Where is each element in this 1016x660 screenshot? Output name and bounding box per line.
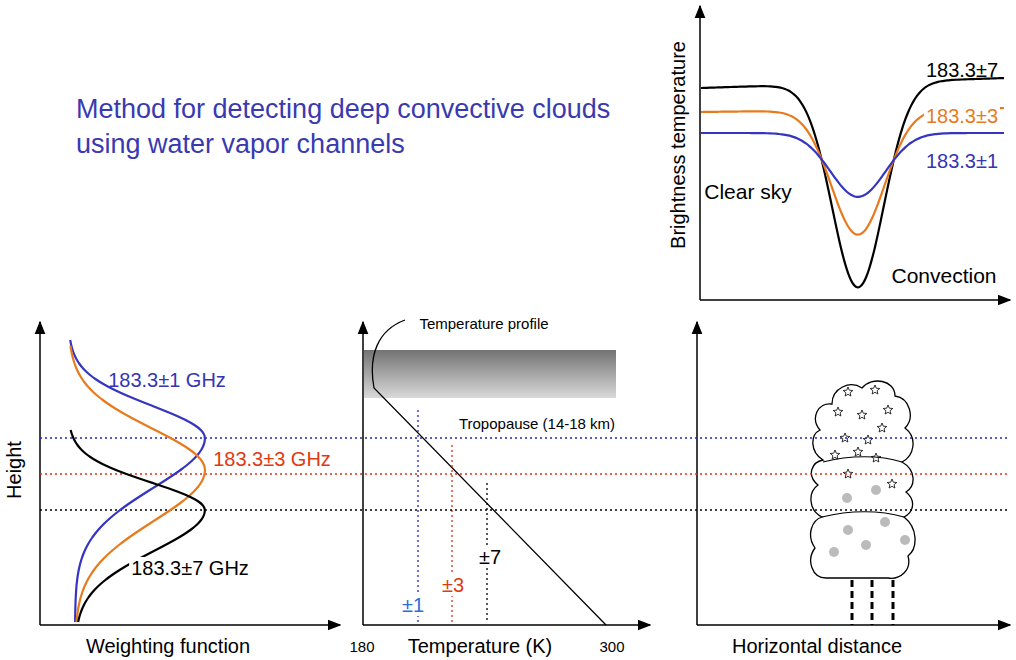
ice-star: [871, 453, 881, 462]
channel-label: ±3: [440, 574, 466, 596]
tick-label: 180: [347, 639, 376, 656]
rain-drop: [843, 525, 853, 535]
curve-label: Temperature profile: [417, 316, 550, 333]
title: Method for detecting deep convective clo…: [76, 92, 621, 161]
axis-title: Height: [3, 439, 25, 501]
curve-label: 183.3±7: [924, 59, 1000, 81]
axis-title: Horizontal distance: [730, 635, 904, 657]
channel-label: 183.3±3 GHz: [211, 448, 333, 470]
rain-drop: [842, 493, 852, 503]
rain-drop: [829, 547, 839, 557]
weighting-function-curve: [71, 430, 205, 622]
axis-title: Temperature (K): [406, 635, 555, 657]
ice-star: [830, 450, 840, 459]
rain-drop: [880, 517, 890, 527]
tick-label: 300: [597, 639, 626, 656]
region-label: Convection: [889, 264, 998, 287]
ice-star: [853, 447, 863, 456]
tropopause-band: [364, 350, 616, 398]
curve-label: 183.3±1: [924, 150, 1000, 172]
channel-label: 183.3±7 GHz: [129, 557, 251, 579]
channel-label: 183.3±1 GHz: [106, 369, 228, 391]
temperature-profile: [372, 320, 606, 625]
axes: [40, 6, 1010, 625]
ice-star: [857, 410, 867, 419]
ice-star: [883, 405, 893, 414]
ice-star: [833, 407, 843, 416]
rain-drop: [861, 540, 871, 550]
brightness-temperature-curve: [701, 78, 1004, 287]
curve-label: 183.3±3: [924, 105, 1000, 127]
region-label: Clear sky: [702, 180, 794, 203]
axis-title: Brightness temperature: [667, 39, 689, 251]
brightness-temperature-curve: [701, 108, 1004, 235]
axis-title: Weighting function: [84, 635, 252, 657]
rain-drop: [871, 485, 881, 495]
ice-star: [863, 435, 873, 444]
channel-label: ±1: [400, 594, 426, 616]
rain-drop: [900, 535, 910, 545]
ice-star: [843, 387, 853, 396]
ice-star: [870, 385, 880, 394]
ice-star: [887, 479, 897, 488]
level-label: Tropopause (14-18 km): [457, 416, 617, 433]
channel-temperature-lines: [418, 410, 487, 622]
ice-star: [877, 423, 887, 432]
convective-cloud: [811, 381, 915, 625]
channel-label: ±7: [477, 546, 503, 568]
